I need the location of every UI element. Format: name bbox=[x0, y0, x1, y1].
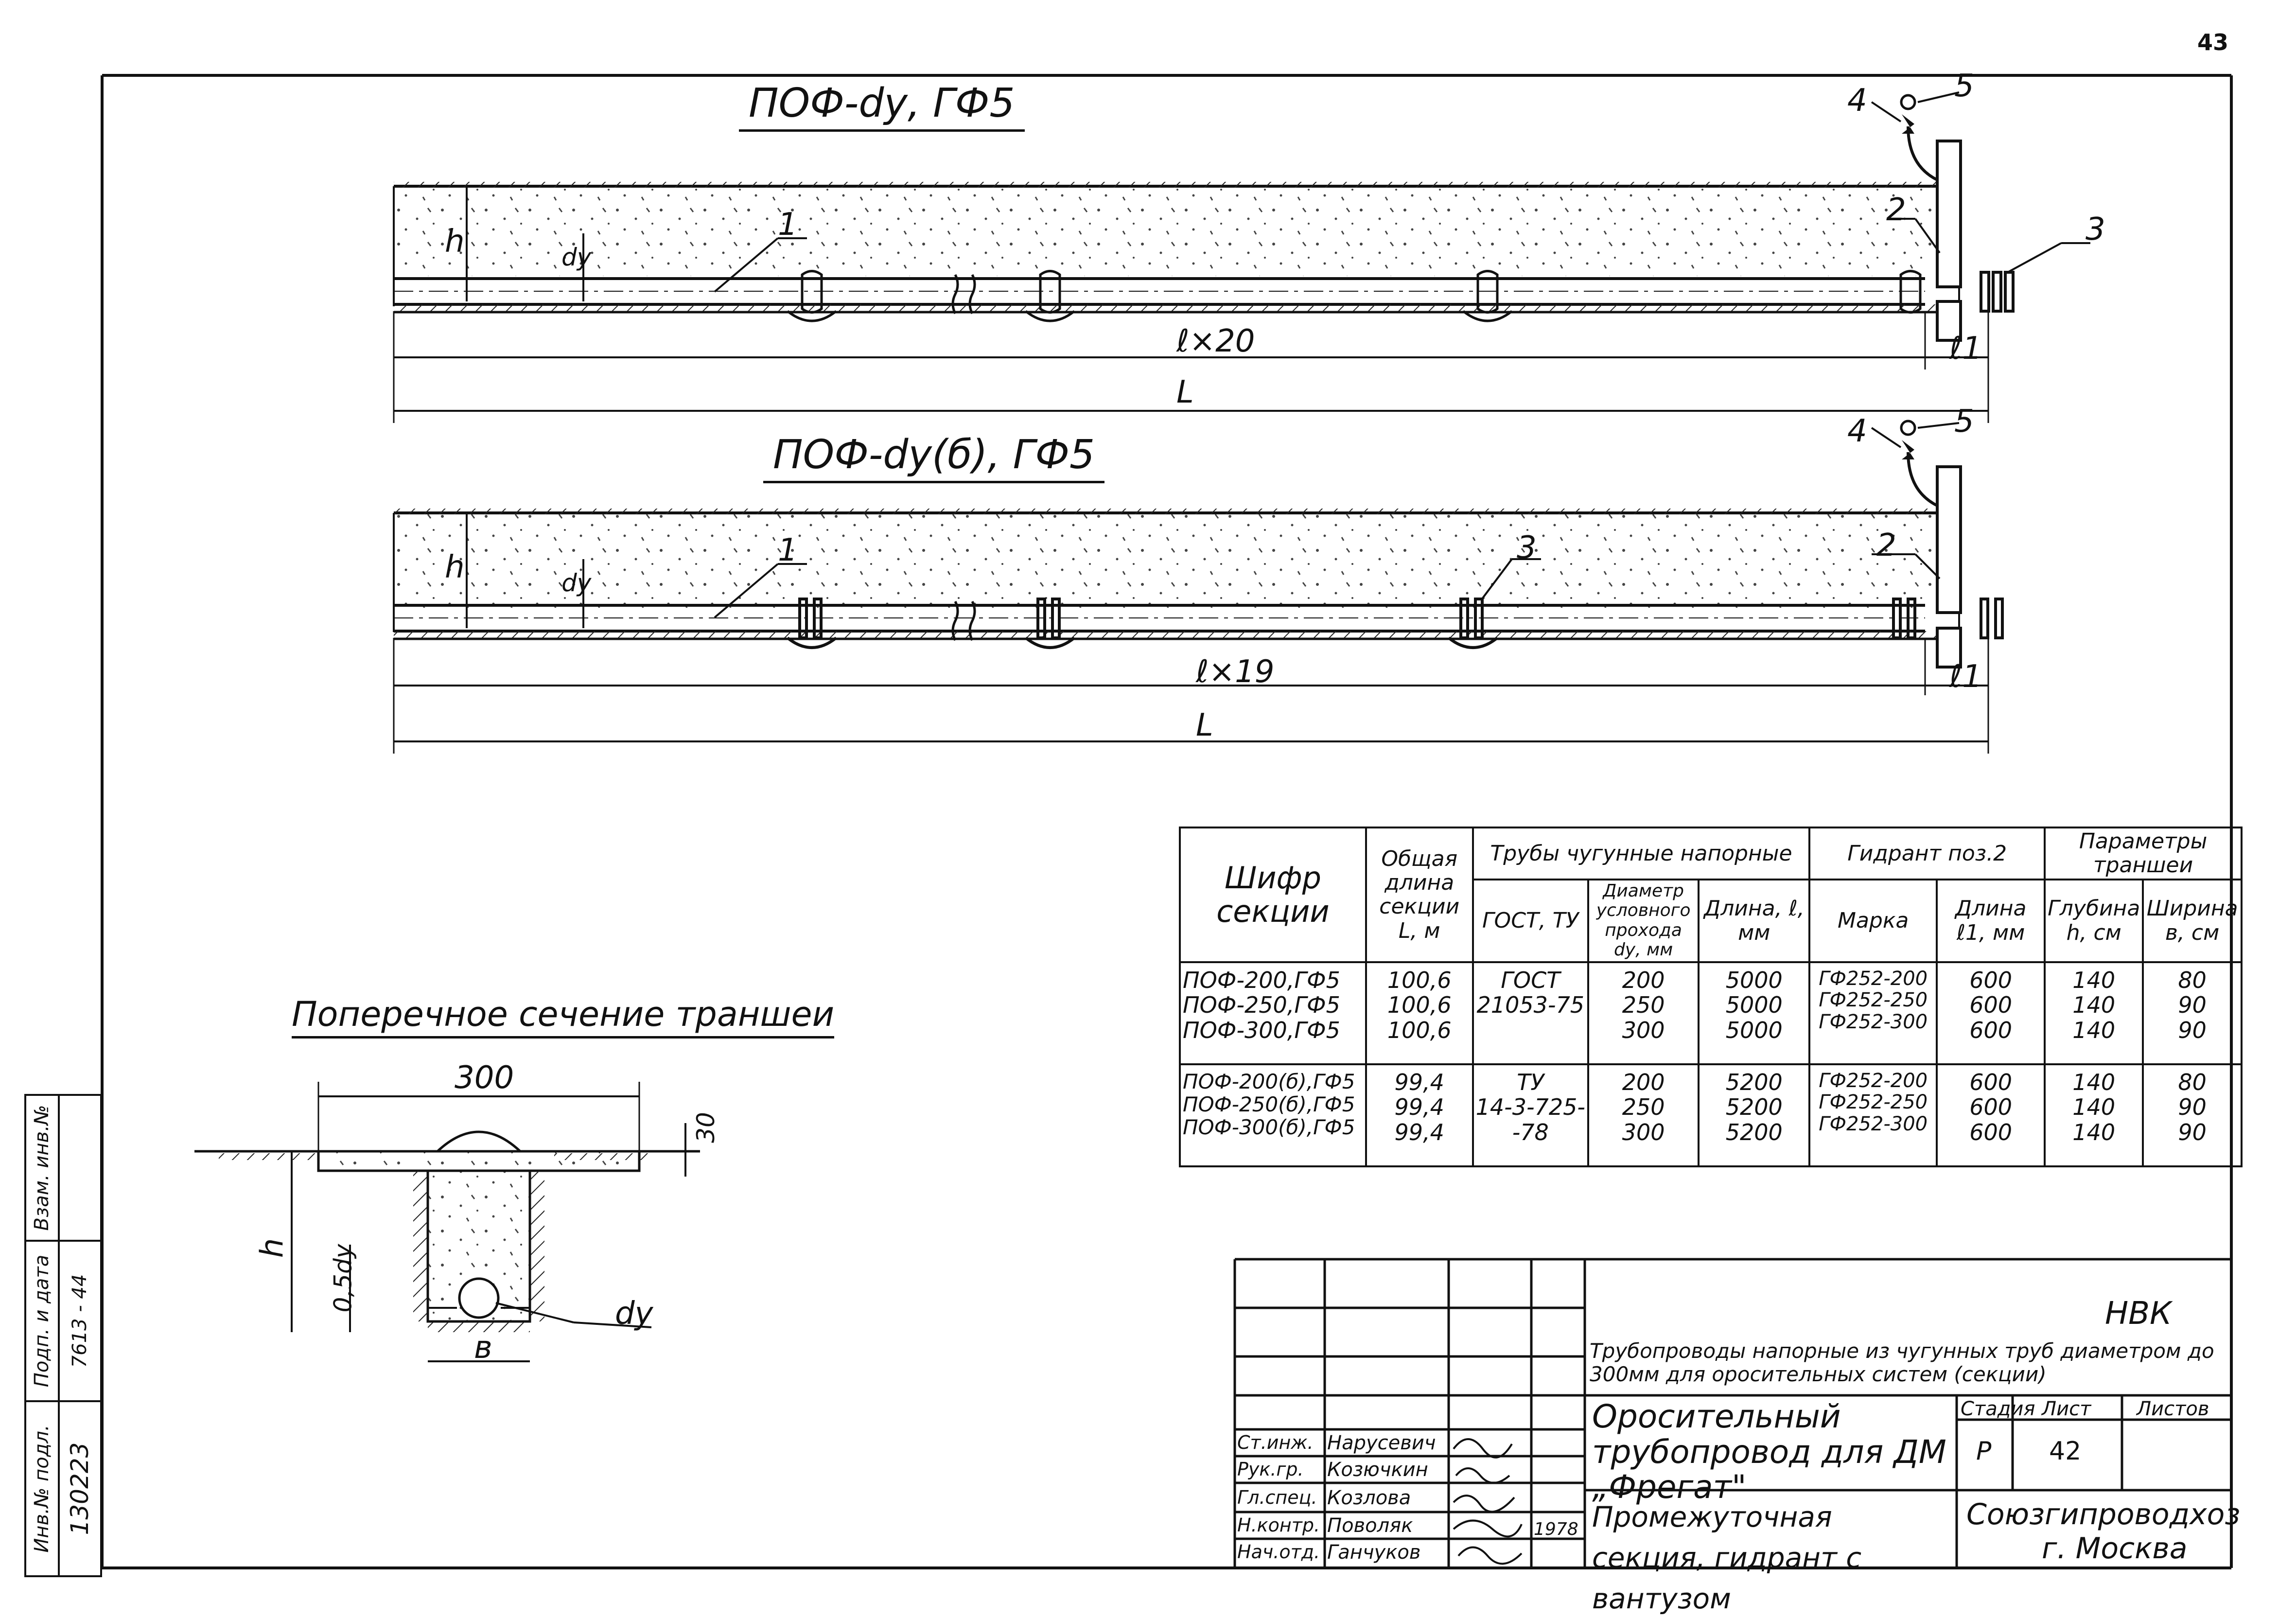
tb-name-5: Ганчуков bbox=[1327, 1541, 1421, 1564]
cell-length: 100,6 100,6 100,6 bbox=[1365, 961, 1474, 1065]
th-shifr: Шифр секции bbox=[1179, 827, 1367, 963]
tb-sheet-label: Лист bbox=[2042, 1398, 2091, 1420]
tb-name-1: Нарусевич bbox=[1327, 1432, 1436, 1454]
drawing1-dy: dу bbox=[561, 243, 592, 271]
cell-shifr: ПОФ-200(б),ГФ5 ПОФ-250(б),ГФ5 ПОФ-300(б)… bbox=[1179, 1063, 1367, 1167]
cross-section-dy: dу bbox=[615, 1296, 653, 1332]
drawing2-l1: ℓ1 bbox=[1949, 659, 1982, 695]
drawing1-L: L bbox=[1176, 374, 1194, 410]
cell-shifr: ПОФ-200,ГФ5 ПОФ-250,ГФ5 ПОФ-300,ГФ5 bbox=[1179, 961, 1367, 1065]
cell-diam: 200 250 300 bbox=[1587, 1063, 1700, 1167]
drawing1-pos4: 4 bbox=[1847, 83, 1867, 119]
cell-mark: ГФ252-200 ГФ252-250 ГФ252-300 bbox=[1808, 1063, 1938, 1167]
cell-plen: 5200 5200 5200 bbox=[1698, 1063, 1811, 1167]
drawing1-l-times: ℓ×20 bbox=[1176, 323, 1255, 359]
tb-stage: Р bbox=[1976, 1437, 1992, 1466]
drawing2-title: ПОФ-dу(б), ГФ5 bbox=[763, 432, 1105, 483]
th-depth: Глубина h, см bbox=[2044, 878, 2144, 963]
tb-org: Союзгипроводхоз bbox=[1966, 1497, 2241, 1531]
drawing2-pos3: 3 bbox=[1517, 530, 1537, 566]
cell-gost: ГОСТ 21053-75 bbox=[1472, 961, 1589, 1065]
drawing1-pos2: 2 bbox=[1886, 192, 1906, 228]
tb-role-4: Н.контр. bbox=[1237, 1514, 1320, 1536]
th-mark: Марка bbox=[1808, 878, 1938, 963]
tb-role-3: Гл.спец. bbox=[1237, 1487, 1317, 1508]
tb-sheets-label: Листов bbox=[2137, 1398, 2209, 1420]
drawing2-dy: dу bbox=[561, 569, 592, 597]
drawing1-geometry bbox=[393, 91, 2090, 423]
tb-city: г. Москва bbox=[2042, 1531, 2188, 1566]
drawing1-l1: ℓ1 bbox=[1949, 331, 1982, 367]
th-plen: Длина, ℓ, мм bbox=[1698, 878, 1811, 963]
cell-width: 80 90 90 bbox=[2142, 1063, 2243, 1167]
tb-sheet-title: Оросительный трубопровод для ДМ „Фрегат" bbox=[1592, 1398, 1946, 1506]
section-spec-table: Шифр секции Общая длина секции L, м Труб… bbox=[1179, 827, 2243, 1167]
tb-sheet: 42 bbox=[2049, 1437, 2082, 1466]
side-inv-label: Инв.№ подл. bbox=[31, 1425, 53, 1553]
drawing2-geometry bbox=[393, 420, 2004, 754]
cross-section-geometry bbox=[194, 1082, 700, 1362]
drawing2-pos4: 4 bbox=[1847, 413, 1867, 449]
drawing1-h: h bbox=[445, 224, 465, 260]
sheet-frame bbox=[101, 74, 2233, 1569]
cell-mark: ГФ252-200 ГФ252-250 ГФ252-300 bbox=[1808, 961, 1938, 1065]
th-pipes: Трубы чугунные напорные bbox=[1472, 827, 1811, 880]
drawing1-title: ПОФ-dу, ГФ5 bbox=[739, 80, 1025, 132]
th-diam: Диаметр условного прохода dу, мм bbox=[1587, 878, 1700, 963]
cross-section-half-dy: 0,5dу bbox=[329, 1244, 357, 1313]
side-inv-value: 130223 bbox=[66, 1442, 94, 1535]
drawing1-pos3: 3 bbox=[2086, 211, 2105, 247]
tb-role-5: Нач.отд. bbox=[1237, 1541, 1320, 1563]
table-row-group1: ПОФ-200,ГФ5 ПОФ-250,ГФ5 ПОФ-300,ГФ5 100,… bbox=[1179, 961, 2243, 1065]
drawing2-pos5: 5 bbox=[1954, 404, 1974, 440]
th-gost: ГОСТ, ТУ bbox=[1472, 878, 1589, 963]
drawing1-pos1: 1 bbox=[778, 207, 798, 243]
side-stamp: Взам. инв.№ Подп. и дата 7613 - 44 Инв.№… bbox=[24, 1094, 103, 1577]
cell-depth: 140 140 140 bbox=[2044, 1063, 2144, 1167]
tb-stage-label: Стадия bbox=[1961, 1398, 2035, 1420]
side-repl-label: Взам. инв.№ bbox=[31, 1105, 53, 1231]
tb-role-1: Ст.инж. bbox=[1237, 1432, 1314, 1453]
cross-section-title: Поперечное сечение траншеи bbox=[292, 994, 835, 1038]
th-length: Общая длина секции L, м bbox=[1365, 827, 1474, 963]
cross-section-d30: 30 bbox=[691, 1112, 720, 1143]
th-width: Ширина в, см bbox=[2142, 878, 2243, 963]
title-block-frame bbox=[1233, 1258, 2231, 1568]
cell-width: 80 90 90 bbox=[2142, 961, 2243, 1065]
drawing2-pos1: 1 bbox=[778, 532, 798, 568]
side-sign-value: 7613 - 44 bbox=[69, 1274, 91, 1368]
tb-name-2: Козючкин bbox=[1327, 1459, 1428, 1481]
cross-section-b: в bbox=[474, 1330, 492, 1366]
table-row-group2: ПОФ-200(б),ГФ5 ПОФ-250(б),ГФ5 ПОФ-300(б)… bbox=[1179, 1063, 2243, 1167]
drawing1-pos5: 5 bbox=[1954, 68, 1974, 104]
drawing2-pos2: 2 bbox=[1876, 528, 1896, 563]
side-sign-label: Подп. и дата bbox=[31, 1254, 53, 1388]
cell-hlen: 600 600 600 bbox=[1936, 1063, 2046, 1167]
drawing2-h: h bbox=[445, 549, 465, 585]
drawing2-L: L bbox=[1196, 707, 1213, 743]
tb-code: НВК bbox=[2105, 1296, 2172, 1332]
tb-sub-title: Промежуточная секция, гидрант с вантузом bbox=[1592, 1500, 1862, 1616]
cross-section-w300: 300 bbox=[455, 1060, 514, 1096]
tb-date: 1978 bbox=[1534, 1519, 1578, 1539]
drawing2-l-times: ℓ×19 bbox=[1196, 654, 1275, 690]
cell-diam: 200 250 300 bbox=[1587, 961, 1700, 1065]
cell-gost: ТУ 14-3-725- -78 bbox=[1472, 1063, 1589, 1167]
tb-name-3: Козлова bbox=[1327, 1487, 1411, 1509]
cell-hlen: 600 600 600 bbox=[1936, 961, 2046, 1065]
cell-plen: 5000 5000 5000 bbox=[1698, 961, 1811, 1065]
th-trench: Параметры траншеи bbox=[2044, 827, 2243, 880]
page-number: 43 bbox=[2197, 29, 2229, 55]
tb-role-2: Рук.гр. bbox=[1237, 1459, 1304, 1480]
tb-doc-title: Трубопроводы напорные из чугунных труб д… bbox=[1590, 1339, 2214, 1387]
th-hlen: Длина ℓ1, мм bbox=[1936, 878, 2046, 963]
signatures-image bbox=[1453, 1438, 1523, 1565]
tb-name-4: Поволяк bbox=[1327, 1514, 1413, 1537]
th-hydrant: Гидрант поз.2 bbox=[1808, 827, 2046, 880]
cell-length: 99,4 99,4 99,4 bbox=[1365, 1063, 1474, 1167]
cell-depth: 140 140 140 bbox=[2044, 961, 2144, 1065]
cross-section-h: h bbox=[254, 1238, 291, 1258]
